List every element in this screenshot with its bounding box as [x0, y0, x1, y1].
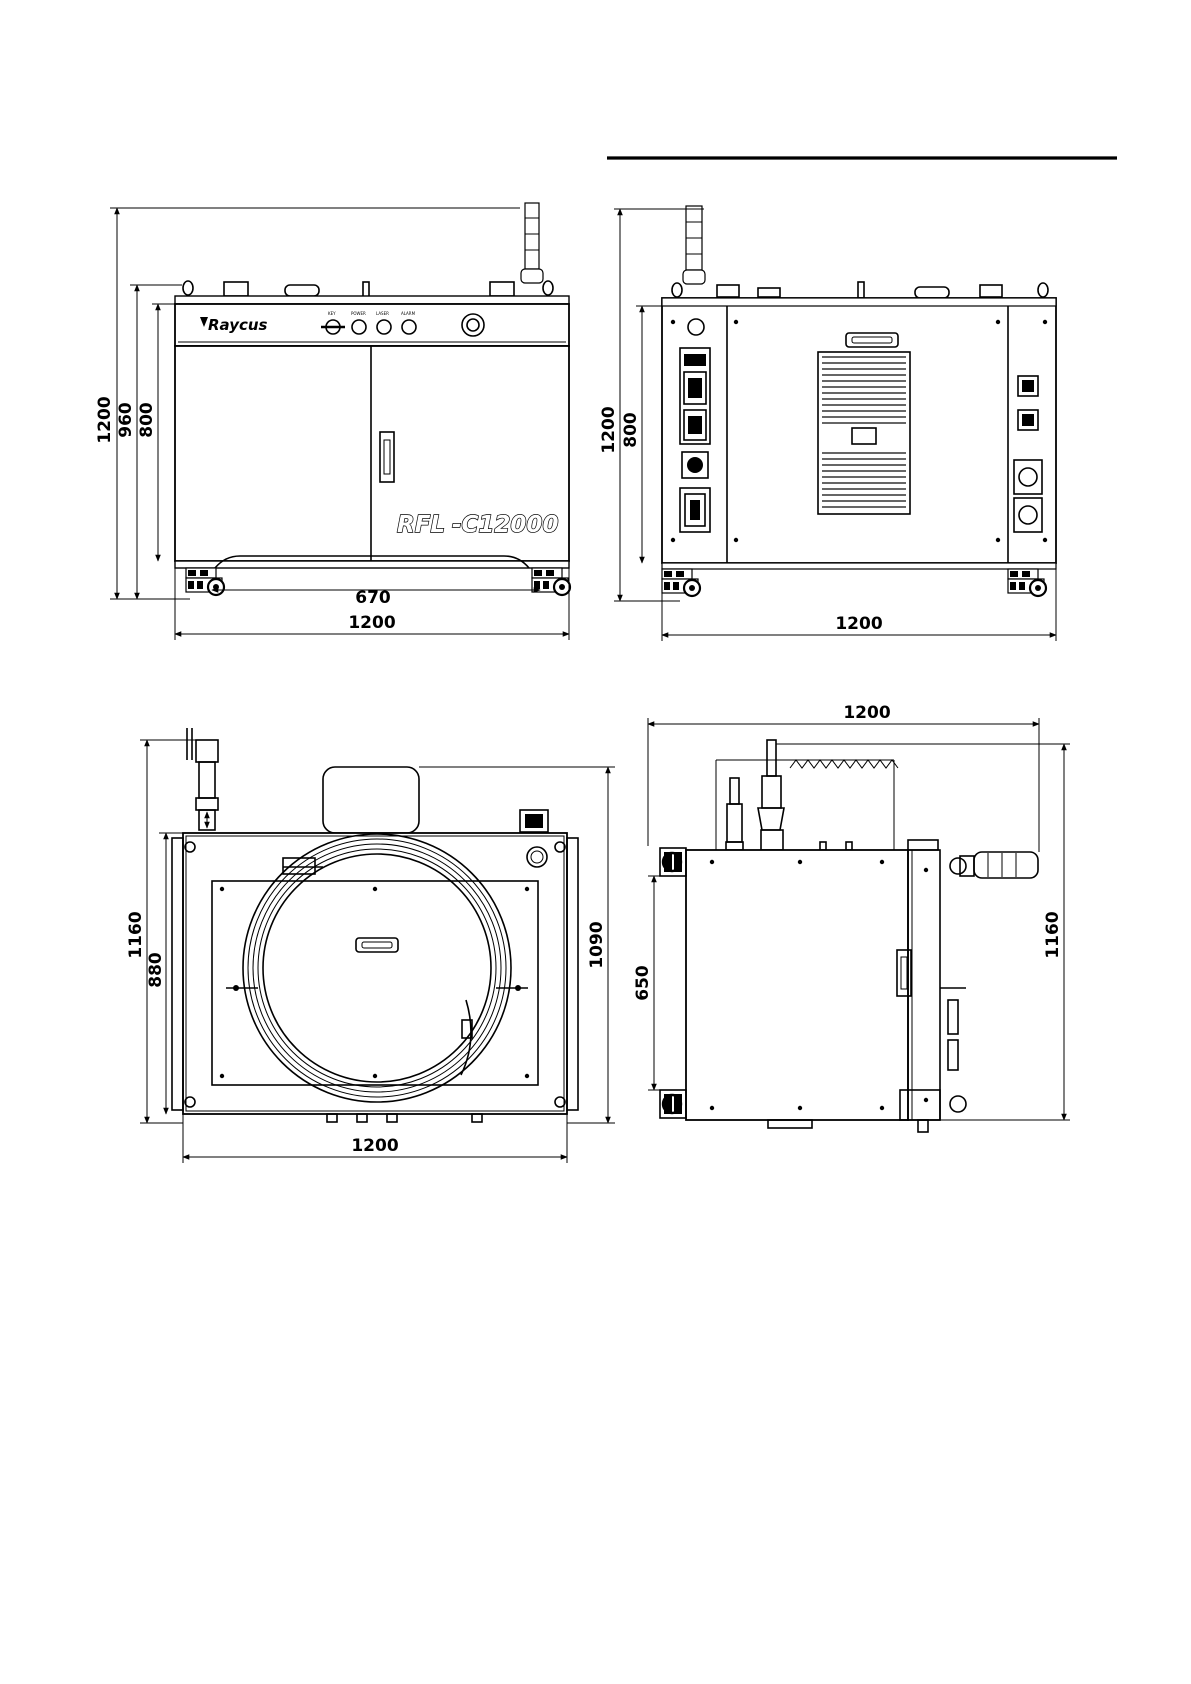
fiber-outlet — [187, 728, 218, 830]
dimension-inner-depth: 880 — [146, 833, 183, 1114]
svg-text:-C12000: -C12000 — [452, 512, 558, 538]
dimension-overall-width: 1200 — [662, 569, 1056, 641]
svg-text:800: 800 — [137, 402, 157, 438]
svg-text:1160: 1160 — [126, 911, 146, 958]
side-body — [686, 850, 908, 1120]
svg-text:ALARM: ALARM — [401, 311, 416, 316]
svg-text:LASER: LASER — [376, 311, 389, 316]
caster-wheel — [186, 568, 224, 595]
svg-text:1090: 1090 — [587, 921, 607, 968]
dimension-overall-width: 1200 — [183, 1114, 567, 1163]
caster-wheel — [662, 569, 700, 596]
caster-wheel — [1008, 569, 1046, 596]
svg-text:RFL: RFL — [397, 512, 445, 538]
svg-text:1200: 1200 — [835, 614, 882, 634]
side-handle — [950, 852, 1038, 1112]
brand-logo: Raycus — [208, 316, 268, 334]
side-view: 1200 650 1160 — [633, 703, 1070, 1132]
top-view: 1160 880 1090 1200 — [126, 728, 615, 1163]
top-module — [323, 767, 419, 833]
svg-text:880: 880 — [146, 952, 166, 988]
svg-text:800: 800 — [621, 412, 641, 448]
caster-wheel — [660, 848, 686, 1118]
dimension-inner-width: 670 — [212, 588, 540, 608]
svg-text:1160: 1160 — [1043, 911, 1063, 958]
rear-body — [662, 298, 1056, 563]
svg-text:KEY: KEY — [328, 311, 336, 316]
svg-text:1200: 1200 — [843, 703, 890, 723]
svg-text:960: 960 — [116, 402, 136, 438]
lifting-eye — [183, 281, 553, 295]
dimension-inner-height: 650 — [633, 876, 672, 1090]
svg-text:POWER: POWER — [351, 311, 366, 316]
dimension-top-height: 960 — [116, 285, 182, 599]
svg-text:1200: 1200 — [95, 396, 115, 443]
signal-tower — [521, 203, 543, 283]
svg-text:1200: 1200 — [351, 1136, 398, 1156]
fiber-connectors — [716, 740, 898, 850]
top-body — [183, 833, 567, 1114]
front-view: Raycus KEY POWER LASER ALARM — [95, 203, 570, 640]
caster-wheel — [532, 568, 570, 595]
model-label: RFL -C12000 — [397, 512, 558, 538]
svg-text:650: 650 — [633, 965, 653, 1001]
rear-view: 1200 800 1200 — [599, 206, 1056, 641]
dimension-cabinet-height: 800 — [621, 306, 662, 563]
svg-text:670: 670 — [355, 588, 391, 608]
signal-tower — [683, 206, 705, 284]
svg-text:1200: 1200 — [599, 406, 619, 453]
dimension-cabinet-height: 800 — [137, 304, 175, 561]
svg-text:1200: 1200 — [348, 613, 395, 633]
dimension-overall-width: 1200 — [648, 703, 1039, 852]
